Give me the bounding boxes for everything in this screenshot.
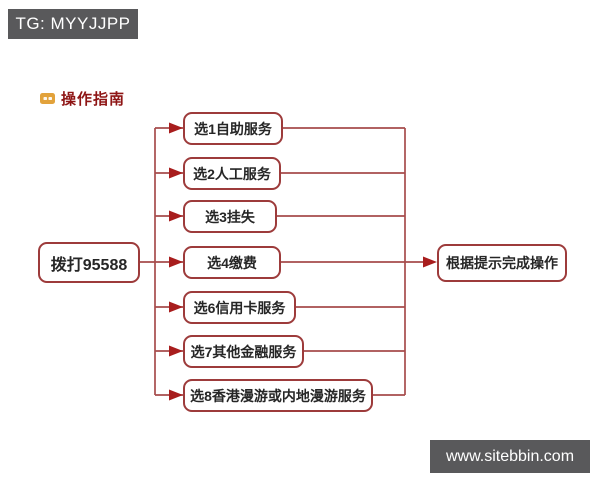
flow-node-option-2: 选2人工服务: [183, 157, 281, 190]
arrowhead-end: [423, 256, 437, 268]
arrowhead-row-5: [169, 301, 183, 313]
arrowhead-row-7: [169, 389, 183, 401]
flow-node-option-7: 选8香港漫游或内地漫游服务: [183, 379, 373, 412]
flow-node-option-4: 选4缴费: [183, 246, 281, 279]
flow-node-option-5: 选6信用卡服务: [183, 291, 296, 324]
arrowhead-row-6: [169, 345, 183, 357]
flow-node-start: 拨打95588: [38, 242, 140, 283]
arrowhead-row-1: [169, 122, 183, 134]
arrowhead-row-3: [169, 210, 183, 222]
section-heading: 操作指南: [40, 88, 125, 109]
arrowhead-row-2: [169, 167, 183, 179]
flow-node-option-1: 选1自助服务: [183, 112, 283, 145]
arrowhead-row-4: [169, 256, 183, 268]
watermark-bottom-badge: www.sitebbin.com: [430, 440, 590, 473]
watermark-top-badge: TG: MYYJJPP: [8, 9, 138, 39]
flow-node-option-3: 选3挂失: [183, 200, 277, 233]
arrowheads: [169, 122, 437, 401]
heading-text: 操作指南: [61, 91, 126, 108]
flow-node-end: 根据提示完成操作: [437, 244, 567, 282]
bullet-icon: [40, 93, 55, 104]
flow-node-option-6: 选7其他金融服务: [183, 335, 304, 368]
